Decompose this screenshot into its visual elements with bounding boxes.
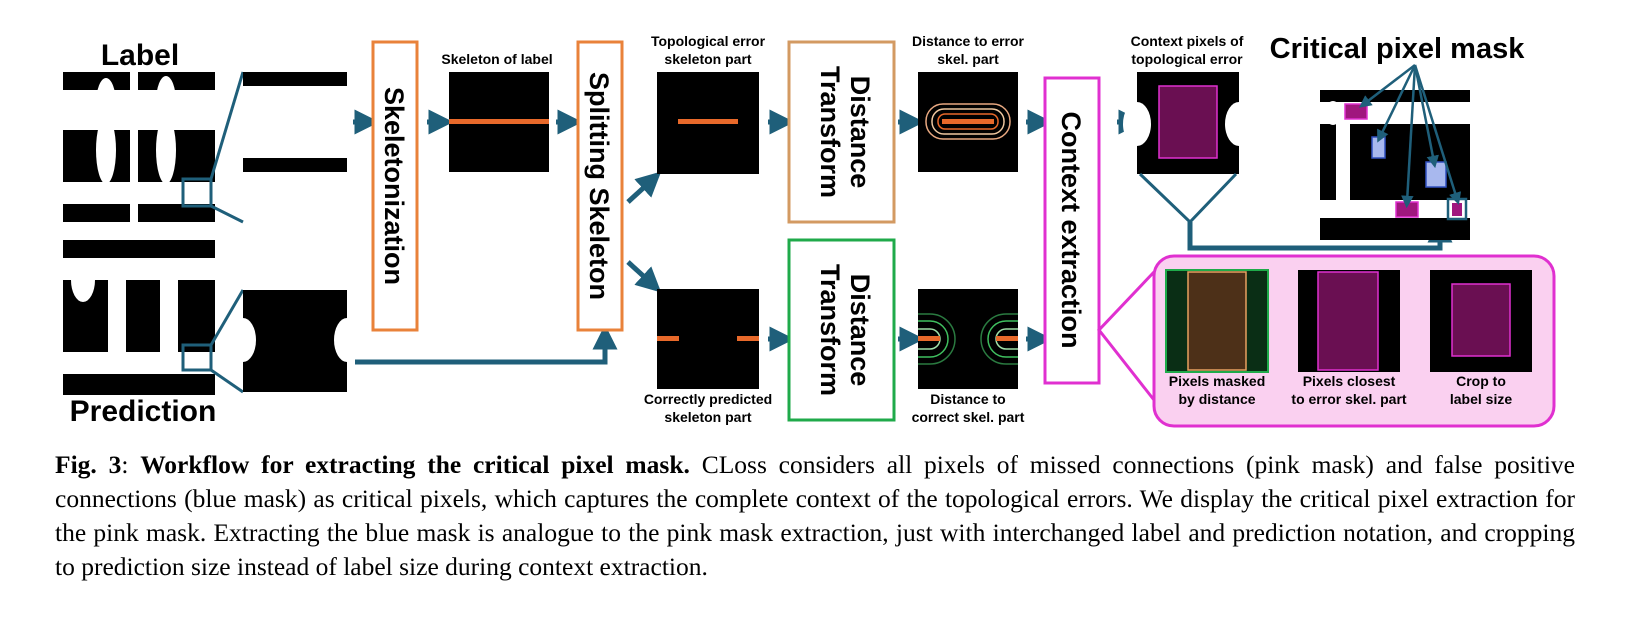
dist-error-title-2: skel. part [937,51,999,67]
skeleton-of-label-title: Skeleton of label [441,51,552,67]
context-pixels-title-2: topological error [1131,51,1243,67]
prediction-image [63,240,215,395]
correct-skeleton-image [657,289,759,389]
caption-title: Workflow for extracting the critical pix… [140,450,690,479]
prediction-zoom [209,289,360,394]
context-pixels-title-1: Context pixels of [1131,33,1244,49]
topo-error-title-1: Topological error [651,33,766,49]
splitting-skeleton-label: Splitting Skeleton [584,72,614,300]
correct-title-1: Correctly predicted [644,391,772,407]
closest-pixels-image [1298,270,1400,372]
skeletonization-label: Skeletonization [379,87,409,285]
critical-mask-pointers [1359,64,1462,209]
dist-correct-title-2: correct skel. part [912,409,1025,425]
skeleton-of-label-image [449,72,549,172]
skeletonization-box [371,40,419,332]
caption-body: CLoss considers all pixels of missed con… [55,450,1575,581]
masked-by-distance-image [1165,269,1269,373]
distance-label-bottom: Distance [845,274,875,387]
label-zoom [209,71,347,224]
label-image [63,72,215,222]
dist-error-title-1: Distance to error [912,33,1025,49]
dist-error-image [918,72,1018,172]
context-extraction-box [1043,76,1101,385]
crop-title-2: label size [1450,391,1512,407]
masked-title-1: Pixels masked [1169,373,1266,389]
caption-fig-number: Fig. 3 [55,450,122,479]
flow-arrows [353,109,1435,365]
transform-label-top: Transform [815,66,845,198]
topo-error-image [657,72,759,174]
context-to-mask-connector [1138,172,1238,225]
critical-mask-title: Critical pixel mask [1270,33,1526,65]
transform-label-bottom: Transform [815,264,845,396]
workflow-diagram: Label Prediction [63,33,1556,428]
prediction-title: Prediction [70,395,217,428]
caption-colon: : [121,450,141,479]
context-pixels-image [1123,72,1253,174]
distance-label-top: Distance [845,76,875,189]
context-extraction-label: Context extraction [1056,111,1086,348]
splitting-skeleton-box [576,40,624,332]
topo-error-title-2: skeleton part [664,51,751,67]
figure-caption: Fig. 3: Workflow for extracting the crit… [55,448,1575,584]
closest-title-2: to error skel. part [1291,391,1406,407]
masked-title-2: by distance [1178,391,1255,407]
closest-title-1: Pixels closest [1303,373,1396,389]
correct-title-2: skeleton part [664,409,751,425]
crop-image [1430,270,1532,372]
dist-correct-image [918,289,1018,389]
distance-transform-box-top [787,40,896,224]
dist-correct-title-1: Distance to [930,391,1005,407]
context-to-panel-connector [1097,270,1156,401]
crop-title-1: Crop to [1456,373,1506,389]
label-title: Label [101,39,179,72]
distance-transform-box-bottom [787,238,896,422]
